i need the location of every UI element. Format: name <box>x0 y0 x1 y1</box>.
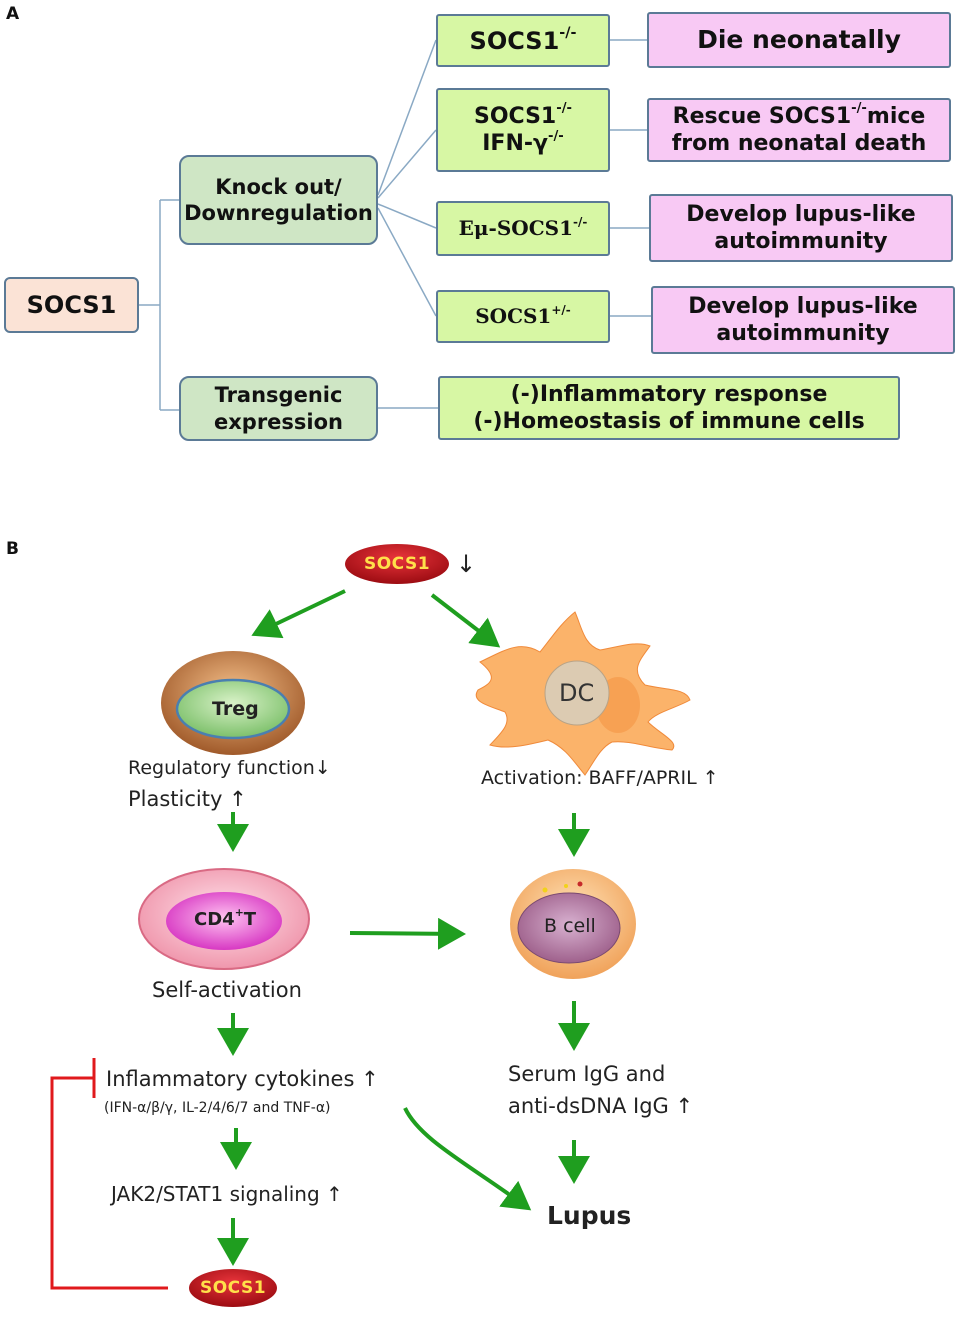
connector-ko-3 <box>377 203 437 229</box>
lupus-label: Lupus <box>547 1201 632 1230</box>
up-arrow-icon: ↑ <box>229 787 247 811</box>
genotype-socs1-het: SOCS1+/- <box>436 290 610 343</box>
connector-ko-2 <box>377 129 437 199</box>
dc-cell <box>475 611 691 776</box>
outcome-die-neonatally: Die neonatally <box>647 12 951 68</box>
up-arrow-icon: ↑ <box>361 1067 379 1091</box>
cd4-label: CD4+T <box>194 906 257 930</box>
panel-a-label: A <box>6 4 20 24</box>
igg-line2: anti-dsDNA IgG ↑ <box>508 1094 694 1118</box>
cytokines-text: Inflammatory cytokines ↑ <box>106 1067 379 1091</box>
root-socs1-label: SOCS1 <box>26 291 117 319</box>
transgenic-line1: Transgenic <box>214 383 343 408</box>
root-socs1-box: SOCS1 <box>4 277 139 333</box>
knockout-box: Knock out/ Downregulation <box>179 155 378 245</box>
dc-activation-text: Activation: BAFF/APRIL ↑ <box>481 767 719 789</box>
b-cell <box>510 869 636 979</box>
panel-a-connectors <box>138 39 651 411</box>
arrow-socs1-to-treg <box>251 589 346 639</box>
jak-stat-text: JAK2/STAT1 signaling ↑ <box>111 1182 343 1206</box>
outcome-lupus-emu: Develop lupus-like autoimmunity <box>649 194 953 262</box>
cytokines-sub: (IFN-α/β/γ, IL-2/4/6/7 and TNF-α) <box>104 1100 331 1116</box>
arrow-socs1-to-dc <box>430 593 501 648</box>
treg-plasticity-text: Plasticity ↑ <box>128 787 247 811</box>
cd4-self-activation: Self-activation <box>152 978 302 1002</box>
arrow-cytokines-to-lupus <box>403 1107 532 1211</box>
inhibition-line <box>50 1058 168 1290</box>
connector-root <box>138 199 180 411</box>
transgenic-box: Transgenic expression <box>179 376 378 441</box>
transgenic-line2: expression <box>214 409 343 434</box>
socs1-bottom-pill: SOCS1 <box>199 1278 267 1298</box>
panel-b-label: B <box>6 539 19 559</box>
genotype-emu-socs1-ko: Eμ-SOCS1-/- <box>436 201 610 256</box>
connector-ko-1 <box>377 39 437 196</box>
treg-label: Treg <box>212 698 259 720</box>
knockout-line1: Knock out/ <box>215 174 342 199</box>
socs1-top-pill-shape <box>345 544 449 584</box>
cd4-cell <box>138 868 310 970</box>
socs1-down-arrow: ↓ <box>456 550 477 578</box>
treg-regulatory-text: Regulatory function↓ <box>128 757 331 779</box>
outcome-lupus-het: Develop lupus-like autoimmunity <box>651 286 955 354</box>
bcell-label: B cell <box>544 915 596 937</box>
outcome-rescue: Rescue SOCS1-/-mice from neonatal death <box>647 98 951 162</box>
socs1-bottom-pill-shape <box>189 1269 277 1307</box>
socs1-top-pill: SOCS1 <box>363 554 431 574</box>
arrow-cd4-to-bcell <box>349 917 466 950</box>
up-arrow-icon: ↑ <box>675 1094 694 1118</box>
genotype-socs1-ifng-ko: SOCS1-/- IFN-γ-/- <box>436 88 610 172</box>
down-arrow-icon: ↓ <box>314 757 331 779</box>
up-arrow-icon: ↑ <box>702 767 719 789</box>
igg-line1: Serum IgG and <box>508 1062 666 1086</box>
knockout-line2: Downregulation <box>184 201 373 225</box>
genotype-socs1-ko: SOCS1-/- <box>436 14 610 67</box>
up-arrow-icon: ↑ <box>326 1182 343 1206</box>
transgenic-outcome-box: (-)Inflammatory response (-)Homeostasis … <box>438 376 900 440</box>
treg-cell <box>161 651 305 755</box>
connector-ko-4 <box>377 207 437 317</box>
dc-label: DC <box>559 679 595 707</box>
